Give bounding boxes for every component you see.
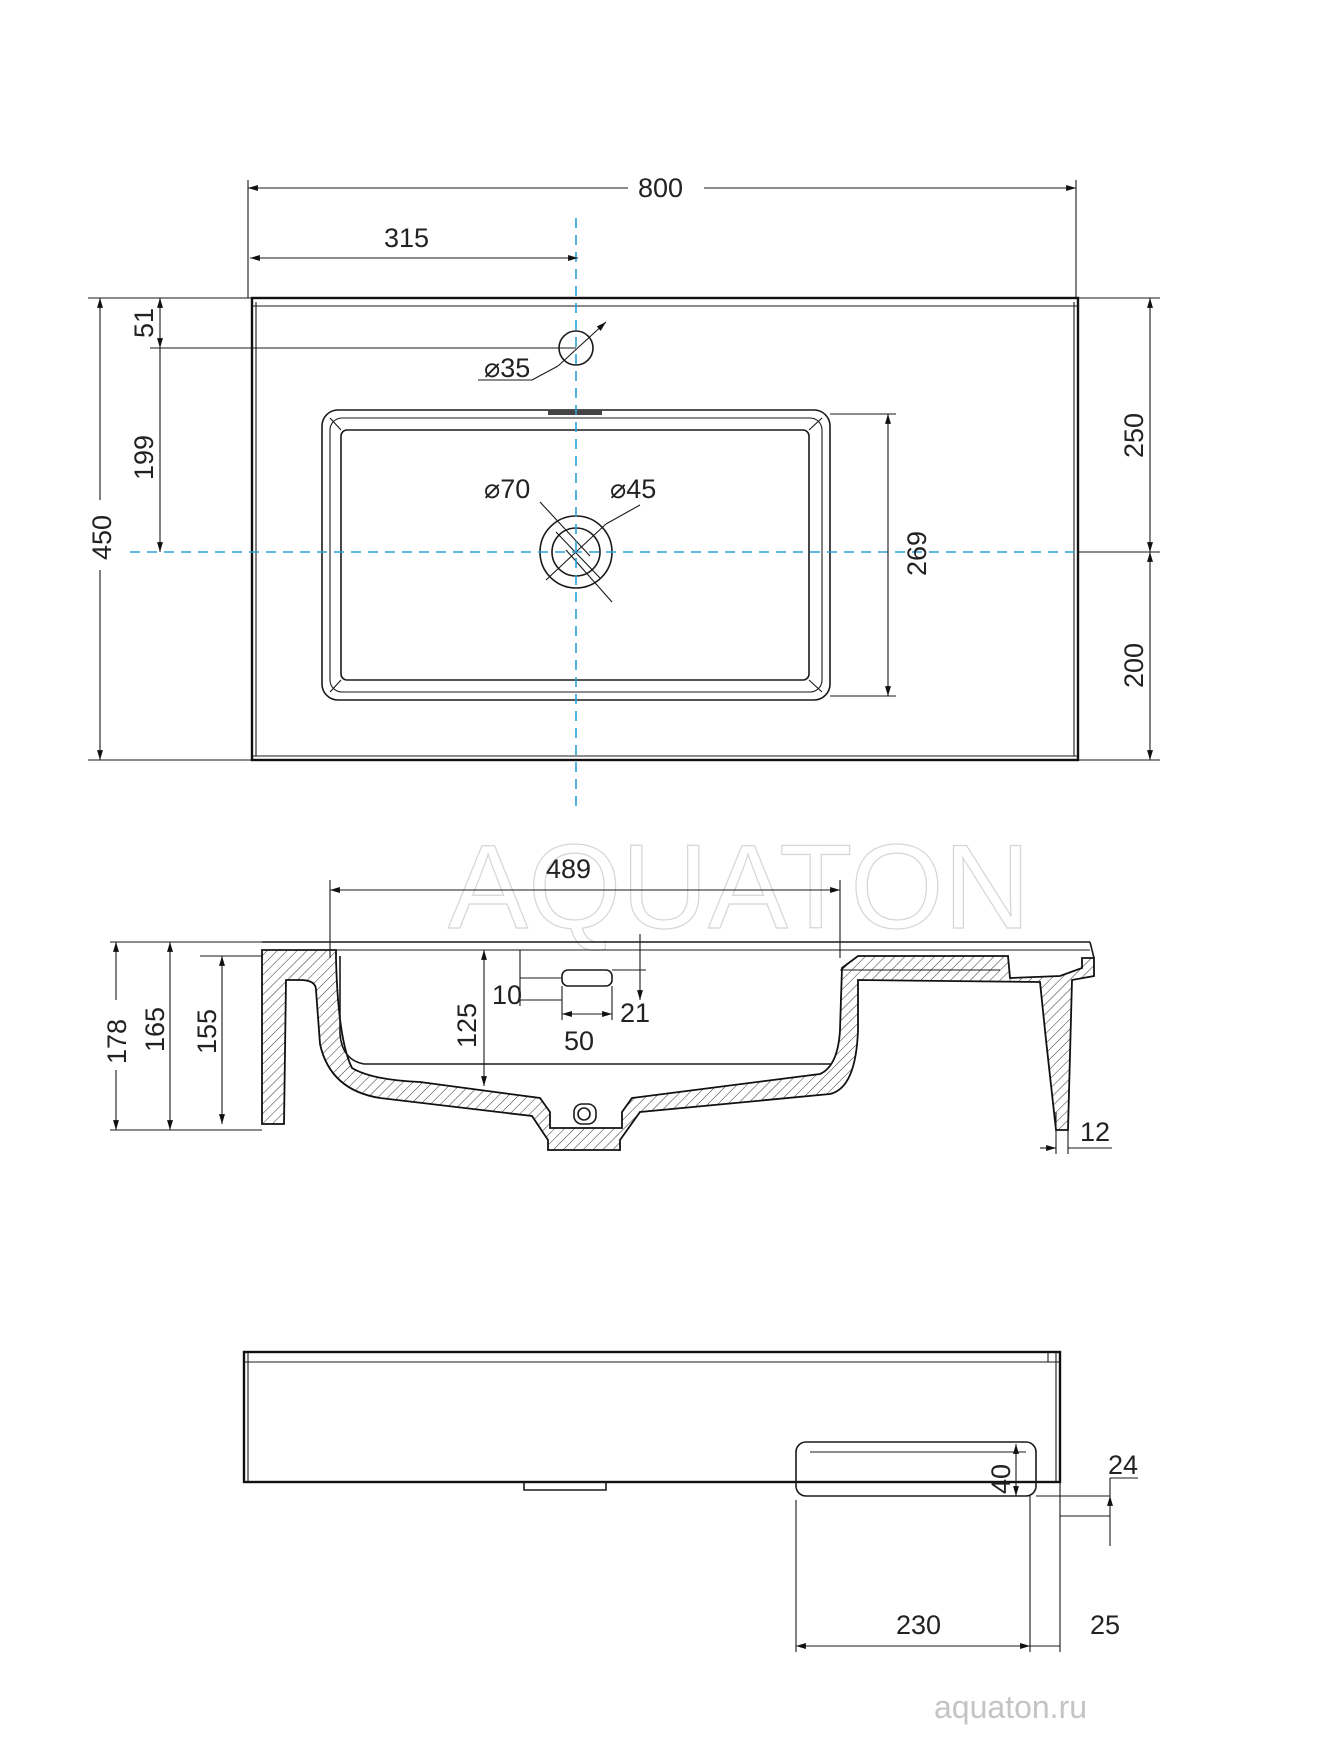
label-drain-inner: ⌀45 — [610, 474, 656, 504]
overflow-channel — [561, 969, 613, 987]
section-view: 489 178 165 155 125 10 50 21 1 — [102, 854, 1112, 1154]
front-view-outline — [242, 1350, 1062, 1484]
dim-tap-offset: 315 — [384, 223, 429, 253]
dim-drain-to-front: 200 — [1119, 643, 1149, 688]
label-tap-hole: ⌀35 — [484, 353, 530, 383]
dim-height-155: 155 — [192, 1009, 222, 1054]
dim-tap-from-back: 51 — [129, 308, 159, 338]
top-view: 800 315 450 51 199 250 200 269 ⌀35 ⌀70 ⌀… — [87, 173, 1160, 808]
label-drain-outer: ⌀70 — [484, 474, 530, 504]
dim-total-height: 178 — [102, 1019, 132, 1064]
dim-overflow-height: 21 — [620, 998, 650, 1028]
dim-handle-length: 230 — [896, 1610, 941, 1640]
dim-tap-to-drain: 199 — [129, 435, 159, 480]
dim-handle-top-offset: 24 — [1108, 1450, 1138, 1480]
bowl-inner — [340, 429, 810, 681]
section-left-wall — [261, 949, 1095, 1151]
dim-bowl-depth: 269 — [902, 531, 932, 576]
dim-handle-height: 40 — [986, 1464, 1016, 1494]
front-view: 40 24 230 25 — [242, 1350, 1138, 1652]
dim-wall-thickness: 12 — [1080, 1117, 1110, 1147]
dim-overflow-width: 50 — [564, 1026, 594, 1056]
dim-depth: 450 — [87, 515, 117, 560]
dim-bowl-width: 489 — [546, 854, 591, 884]
watermark-text: AQUATON — [448, 820, 1030, 954]
dim-overflow-offset: 10 — [492, 980, 522, 1010]
bowl-outer — [321, 409, 831, 701]
website-text: aquaton.ru — [934, 1689, 1087, 1725]
dim-bowl-inner-depth: 125 — [452, 1003, 482, 1048]
handle-cutout — [795, 1441, 1037, 1497]
overflow-slot — [548, 410, 602, 415]
dim-back-to-drain: 250 — [1119, 413, 1149, 458]
dim-handle-side-offset: 25 — [1090, 1610, 1120, 1640]
dim-height-165: 165 — [140, 1007, 170, 1052]
top-view-outline — [250, 296, 1080, 762]
dim-width: 800 — [638, 173, 683, 203]
